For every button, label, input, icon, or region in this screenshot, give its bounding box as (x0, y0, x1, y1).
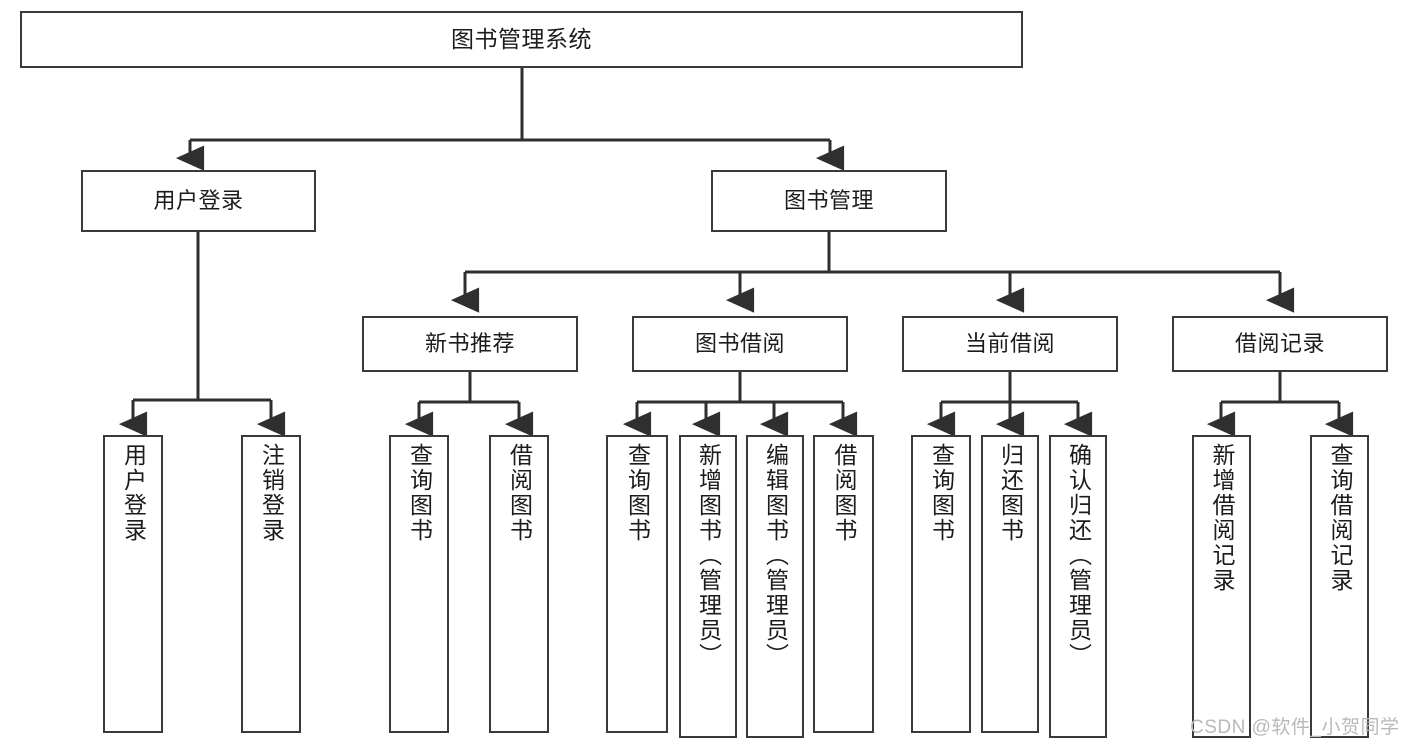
node-leaf-confirm-return-admin[interactable]: 确认归还（管理员） (1049, 435, 1107, 738)
node-leaf-logout-login[interactable]: 注销登录 (241, 435, 301, 733)
node-leaf-borrow-book-1-label: 借阅图书 (506, 443, 533, 543)
node-leaf-borrow-book-2[interactable]: 借阅图书 (813, 435, 874, 733)
node-user-login-label: 用户登录 (153, 188, 244, 214)
node-current-borrow-label: 当前借阅 (964, 331, 1055, 357)
node-leaf-query-book-1-label: 查询图书 (406, 443, 433, 543)
node-leaf-borrow-book-1[interactable]: 借阅图书 (489, 435, 549, 733)
node-leaf-query-book-1[interactable]: 查询图书 (389, 435, 449, 733)
csdn-watermark: CSDN @软件_小贺同学 (1190, 717, 1400, 738)
node-book-management[interactable]: 图书管理 (711, 170, 947, 232)
node-leaf-query-book-3[interactable]: 查询图书 (911, 435, 971, 733)
node-leaf-query-borrow-record-label: 查询借阅记录 (1327, 443, 1353, 593)
node-book-borrow-label: 图书借阅 (694, 331, 785, 357)
node-leaf-user-login-label: 用户登录 (120, 443, 147, 543)
node-book-borrow[interactable]: 图书借阅 (632, 316, 848, 372)
node-borrow-record[interactable]: 借阅记录 (1172, 316, 1388, 372)
node-borrow-record-label: 借阅记录 (1234, 331, 1325, 357)
node-leaf-add-book-admin-label: 新增图书（管理员） (695, 443, 722, 668)
node-leaf-edit-book-admin-label: 编辑图书（管理员） (762, 443, 789, 668)
node-leaf-add-borrow-record-label: 新增借阅记录 (1209, 443, 1235, 593)
node-root[interactable]: 图书管理系统 (20, 11, 1023, 68)
node-user-login[interactable]: 用户登录 (81, 170, 316, 232)
node-leaf-return-book-label: 归还图书 (997, 443, 1024, 543)
node-leaf-logout-login-label: 注销登录 (258, 443, 285, 543)
node-leaf-edit-book-admin[interactable]: 编辑图书（管理员） (746, 435, 804, 738)
node-leaf-add-borrow-record[interactable]: 新增借阅记录 (1192, 435, 1251, 738)
node-current-borrow[interactable]: 当前借阅 (902, 316, 1118, 372)
node-leaf-query-borrow-record[interactable]: 查询借阅记录 (1310, 435, 1369, 738)
node-leaf-query-book-2-label: 查询图书 (624, 443, 651, 543)
node-leaf-borrow-book-2-label: 借阅图书 (831, 443, 857, 543)
node-book-management-label: 图书管理 (783, 188, 874, 214)
node-leaf-confirm-return-admin-label: 确认归还（管理员） (1065, 443, 1092, 668)
node-root-label: 图书管理系统 (451, 25, 592, 52)
node-leaf-return-book[interactable]: 归还图书 (981, 435, 1039, 733)
node-leaf-add-book-admin[interactable]: 新增图书（管理员） (679, 435, 737, 738)
node-new-book-recommend-label: 新书推荐 (424, 331, 515, 357)
node-leaf-user-login[interactable]: 用户登录 (103, 435, 163, 733)
node-new-book-recommend[interactable]: 新书推荐 (362, 316, 578, 372)
node-leaf-query-book-2[interactable]: 查询图书 (606, 435, 668, 733)
node-leaf-query-book-3-label: 查询图书 (928, 443, 955, 543)
